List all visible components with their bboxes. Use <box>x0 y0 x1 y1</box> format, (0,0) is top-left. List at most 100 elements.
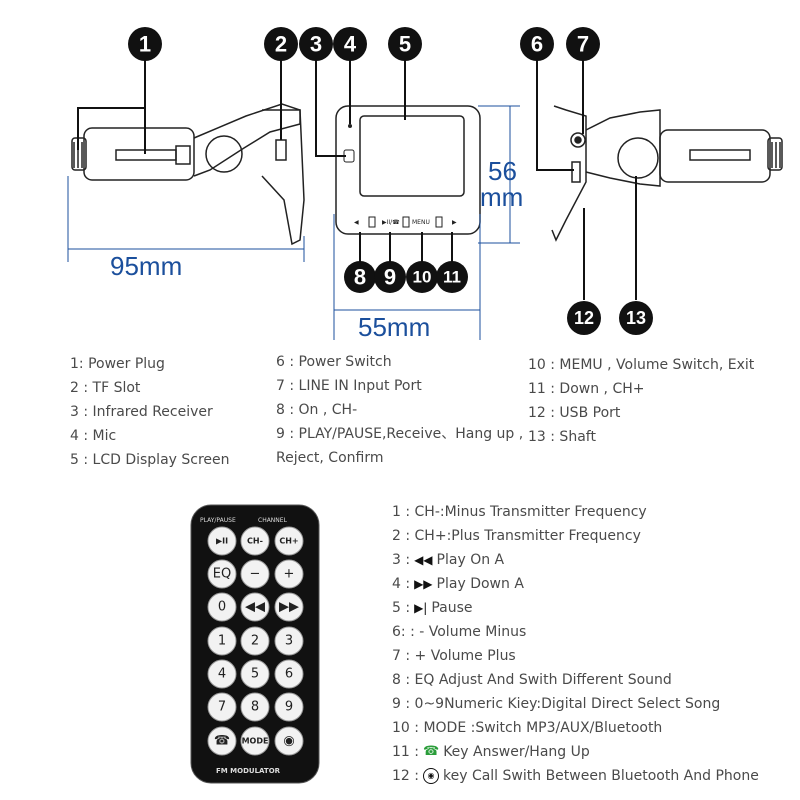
eq-key[interactable] <box>207 559 237 589</box>
legend-item: 13 : Shaft <box>528 429 596 445</box>
prev-key-label: ◀◀ <box>245 600 265 615</box>
call-key-label: ☎ <box>214 734 230 749</box>
mode-key[interactable] <box>240 726 270 756</box>
num-6-key[interactable] <box>274 659 304 689</box>
num-7-key[interactable] <box>207 692 237 722</box>
num-5-key[interactable] <box>240 659 270 689</box>
dimension-lines <box>67 105 520 340</box>
dim-width-left: 95mm <box>110 251 182 281</box>
svg-text:4: 4 <box>344 32 357 57</box>
eq-key-label: EQ <box>213 567 231 582</box>
ch-minus-key[interactable] <box>240 526 270 556</box>
bluetooth-phone-key[interactable] <box>274 726 304 756</box>
callout-2: 2 <box>264 27 298 61</box>
remote-legend-row-5: 5 :▶| Pause <box>392 596 759 620</box>
num-0-key[interactable] <box>207 592 237 622</box>
volume-minus-key-label: − <box>250 567 261 582</box>
legend-item: 4 : Mic <box>70 428 117 444</box>
side-view-left <box>71 103 305 246</box>
num-1-key[interactable] <box>207 626 237 656</box>
svg-text:▶: ▶ <box>452 219 457 226</box>
remote-legend-row-3: 3 :◀◀Play On A <box>392 548 759 572</box>
svg-text:9: 9 <box>384 265 396 290</box>
parts-legend-col2: 6 : Power Switch 7 : LINE IN Input Port … <box>276 350 523 470</box>
ch-minus-key-label: CH- <box>247 537 263 546</box>
num-4-key[interactable] <box>207 659 237 689</box>
dim-height-unit: mm <box>480 182 523 212</box>
num-0-key-label: 0 <box>218 600 226 615</box>
bluetooth-phone-key-label: ◉ <box>283 734 294 749</box>
svg-text:7: 7 <box>577 32 589 57</box>
volume-plus-key[interactable] <box>274 559 304 589</box>
num-9-key-label: 9 <box>285 700 293 715</box>
next-icon: ▶▶ <box>414 577 433 591</box>
volume-minus-key[interactable] <box>240 559 270 589</box>
phone-icon: ☎ <box>422 744 440 759</box>
svg-text:▶II/☎: ▶II/☎ <box>382 219 400 226</box>
mic-hole <box>348 124 352 128</box>
svg-text:2: 2 <box>275 32 287 57</box>
play-pause-key[interactable] <box>207 526 237 556</box>
svg-text:11: 11 <box>443 268 461 287</box>
remote-legend-row-8: 8 : EQ Adjust And Swith Different Sound <box>392 672 672 688</box>
num-4-key-label: 4 <box>218 667 226 682</box>
callout-9: 9 <box>374 261 406 293</box>
remote-legend-row-6: 6: : - Volume Minus <box>392 624 527 640</box>
num-1-key-label: 1 <box>218 634 226 649</box>
svg-text:1: 1 <box>139 32 151 57</box>
num-8-key[interactable] <box>240 692 270 722</box>
callout-4: 4 <box>333 27 367 61</box>
num-3-key-label: 3 <box>285 634 293 649</box>
dim-height-value: 56 <box>488 156 517 186</box>
callouts: 1 2 3 4 5 6 7 8 9 10 11 12 13 <box>128 27 653 335</box>
callout-1: 1 <box>128 27 162 61</box>
legend-item: 1: Power Plug <box>70 356 165 372</box>
parts-legend-col1: 1: Power Plug 2 : TF Slot 3 : Infrared R… <box>70 352 230 472</box>
side-view-right <box>551 105 783 242</box>
callout-11: 11 <box>436 261 468 293</box>
callout-6: 6 <box>520 27 554 61</box>
legend-item: 12 : USB Port <box>528 405 621 421</box>
pause-icon: ▶| <box>414 601 428 615</box>
legend-item: 9 : PLAY/PAUSE,Receive、Hang up , <box>276 426 524 442</box>
mode-key-label: MODE <box>242 737 269 746</box>
next-key-label: ▶▶ <box>279 600 299 615</box>
callout-13: 13 <box>619 301 653 335</box>
legend-item: 5 : LCD Display Screen <box>70 452 230 468</box>
remote-legend-row-10: 10 : MODE :Switch MP3/AUX/Bluetooth <box>392 720 663 736</box>
prev-key[interactable] <box>240 592 270 622</box>
legend-item: 7 : LINE IN Input Port <box>276 378 422 394</box>
callout-7: 7 <box>566 27 600 61</box>
remote-legend: 1 : CH-:Minus Transmitter Frequency 2 : … <box>392 500 759 788</box>
remote-legend-row-7: 7 : + Volume Plus <box>392 648 516 664</box>
remote-legend-row-2: 2 : CH+:Plus Transmitter Frequency <box>392 528 641 544</box>
leader-lines <box>77 55 637 300</box>
num-6-key-label: 6 <box>285 667 293 682</box>
front-button-prev: ◀ <box>354 219 359 226</box>
num-5-key-label: 5 <box>251 667 259 682</box>
remote-header-left: PLAY/PAUSE <box>200 517 236 524</box>
svg-text:5: 5 <box>399 32 411 57</box>
svg-text:10: 10 <box>413 268 432 287</box>
call-key[interactable] <box>207 726 237 756</box>
remote-footer: FM MODULATOR <box>216 767 281 775</box>
legend-item: 6 : Power Switch <box>276 354 392 370</box>
next-key[interactable] <box>274 592 304 622</box>
ch-plus-key[interactable] <box>274 526 304 556</box>
remote-legend-row-4: 4 :▶▶Play Down A <box>392 572 759 596</box>
num-2-key[interactable] <box>240 626 270 656</box>
legend-item: 11 : Down , CH+ <box>528 381 645 397</box>
svg-text:13: 13 <box>626 308 646 328</box>
lcd-screen <box>359 115 465 197</box>
callout-10: 10 <box>406 261 438 293</box>
svg-text:MENU: MENU <box>412 219 430 226</box>
remote-legend-row-1: 1 : CH-:Minus Transmitter Frequency <box>392 504 647 520</box>
legend-item: 8 : On , CH- <box>276 402 358 418</box>
num-3-key[interactable] <box>274 626 304 656</box>
callout-12: 12 <box>567 301 601 335</box>
callout-5: 5 <box>388 27 422 61</box>
remote-legend-row-12: 12 :◉key Call Swith Between Bluetooth An… <box>392 768 759 784</box>
num-9-key[interactable] <box>274 692 304 722</box>
play-pause-key-label: ▶II <box>216 537 228 546</box>
